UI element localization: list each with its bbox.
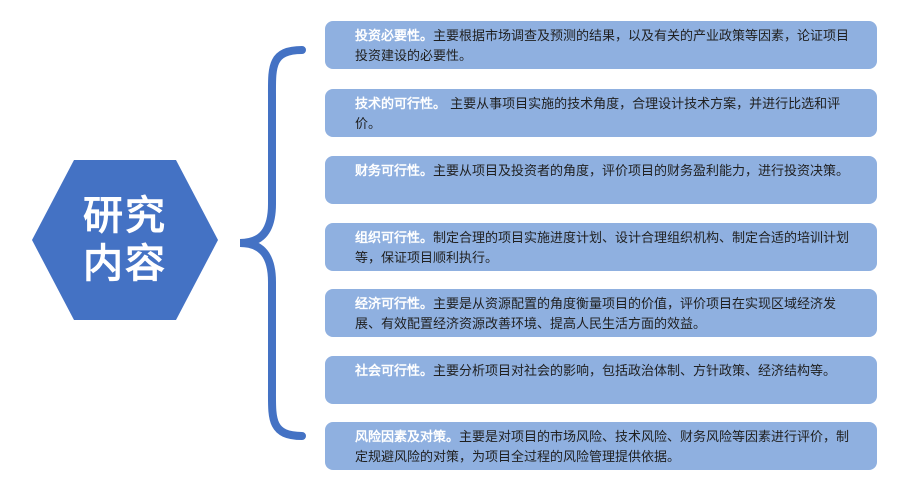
item-text: 主要分析项目对社会的影响，包括政治体制、方针政策、经济结构等。 <box>433 364 837 379</box>
item-text: 主要从事项目实施的技术角度，合理设计技术方案，并进行比选和评价。 <box>355 97 841 132</box>
item-text: 制定合理的项目实施进度计划、设计合理组织机构、制定合适的培训计划等，保证项目顺利… <box>355 231 850 266</box>
center-hexagon: 研究内容 <box>30 158 220 322</box>
item-text: 主要从项目及投资者的角度，评价项目的财务盈利能力，进行投资决策。 <box>433 164 850 179</box>
item-heading: 财务可行性。 <box>355 164 434 179</box>
list-item: 组织可行性。制定合理的项目实施进度计划、设计合理组织机构、制定合适的培训计划等，… <box>325 223 877 271</box>
list-item: 投资必要性。主要根据市场调查及预测的结果，以及有关的产业政策等因素，论证项目投资… <box>325 21 877 69</box>
list-item: 技术的可行性。 主要从事项目实施的技术角度，合理设计技术方案，并进行比选和评价。 <box>325 89 877 137</box>
item-text: 主要是对项目的市场风险、技术风险、财务风险等因素进行评价，制定规避风险的对策，为… <box>355 430 850 465</box>
hexagon-shape <box>32 160 218 320</box>
center-title: 研究内容 <box>83 193 167 287</box>
curly-brace <box>239 46 306 440</box>
list-item: 经济可行性。主要是从资源配置的角度衡量项目的价值，评价项目在实现区域经济发展、有… <box>325 289 877 337</box>
item-heading: 社会可行性。 <box>355 364 434 379</box>
item-text: 主要是从资源配置的角度衡量项目的价值，评价项目在实现区域经济发展、有效配置经济资… <box>355 297 837 332</box>
list-item: 财务可行性。主要从项目及投资者的角度，评价项目的财务盈利能力，进行投资决策。 <box>325 156 877 204</box>
item-heading: 技术的可行性。 <box>355 97 447 112</box>
center-title-wrap: 研究内容 <box>30 158 220 322</box>
list-item: 风险因素及对策。主要是对项目的市场风险、技术风险、财务风险等因素进行评价，制定规… <box>325 422 877 470</box>
list-item: 社会可行性。主要分析项目对社会的影响，包括政治体制、方针政策、经济结构等。 <box>325 356 877 404</box>
content-list: 投资必要性。主要根据市场调查及预测的结果，以及有关的产业政策等因素，论证项目投资… <box>325 0 877 497</box>
item-heading: 风险因素及对策。 <box>355 430 460 445</box>
item-heading: 投资必要性。 <box>355 29 434 44</box>
item-heading: 经济可行性。 <box>355 297 434 312</box>
item-text: 主要根据市场调查及预测的结果，以及有关的产业政策等因素，论证项目投资建设的必要性… <box>355 29 850 64</box>
item-heading: 组织可行性。 <box>355 231 434 246</box>
